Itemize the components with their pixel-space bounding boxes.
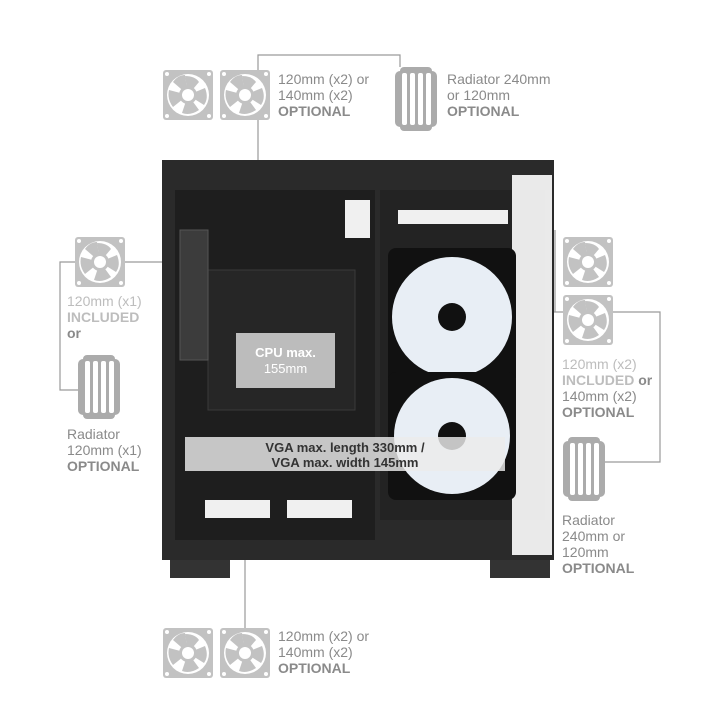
cpu-line2: 155mm — [263, 361, 308, 376]
vga-line1: VGA max. length 330mm / — [265, 440, 425, 455]
label-line: 120mm (x2) or — [278, 628, 370, 644]
label-line: 120mm (x1) — [67, 293, 142, 309]
label-line: OPTIONAL — [562, 560, 635, 576]
fan-icon — [220, 628, 270, 678]
label-line: or 120mm — [447, 87, 511, 103]
fan-icon — [75, 237, 125, 287]
label-line: OPTIONAL — [562, 404, 635, 420]
label-line: 140mm (x2) — [562, 388, 637, 404]
label-line: 240mm or — [562, 528, 626, 544]
vga-line2: VGA max. width 145mm — [271, 455, 419, 470]
cpu-clearance-label: CPU max.155mm — [236, 333, 335, 388]
label-line: INCLUDED — [67, 309, 140, 325]
label-line: 140mm (x2) — [278, 87, 353, 103]
label-line: Radiator — [67, 426, 120, 442]
connector-lines — [59, 54, 661, 628]
label-line: INCLUDED — [562, 372, 635, 388]
label-line: OPTIONAL — [278, 660, 351, 676]
label-line: 120mm — [562, 544, 609, 560]
label-line: OPTIONAL — [447, 103, 520, 119]
front-fan-bottom — [388, 372, 516, 500]
label-line: 120mm (x2) — [562, 356, 637, 372]
label-line: Radiator 240mm — [447, 71, 551, 87]
label-line: 140mm (x2) — [278, 644, 353, 660]
cpu-line1: CPU max. — [255, 345, 316, 360]
fan-icon — [563, 295, 613, 345]
label-line: or — [638, 372, 653, 388]
label-line: OPTIONAL — [278, 103, 351, 119]
vga-clearance-label: VGA max. length 330mm /VGA max. width 14… — [185, 437, 505, 471]
fan-icon — [163, 628, 213, 678]
label-line: or — [67, 325, 81, 341]
label-line: 120mm (x1) — [67, 442, 142, 458]
radiator-icon — [395, 67, 437, 131]
radiator-icon — [563, 437, 605, 501]
fan-icon — [563, 237, 613, 287]
label-line: Radiator — [562, 512, 615, 528]
fan-icon — [163, 70, 213, 120]
fan-icon — [220, 70, 270, 120]
label-line: OPTIONAL — [67, 458, 140, 474]
label-line: 120mm (x2) or — [278, 71, 370, 87]
radiator-icon — [78, 355, 120, 419]
front-fan-top — [388, 248, 516, 386]
